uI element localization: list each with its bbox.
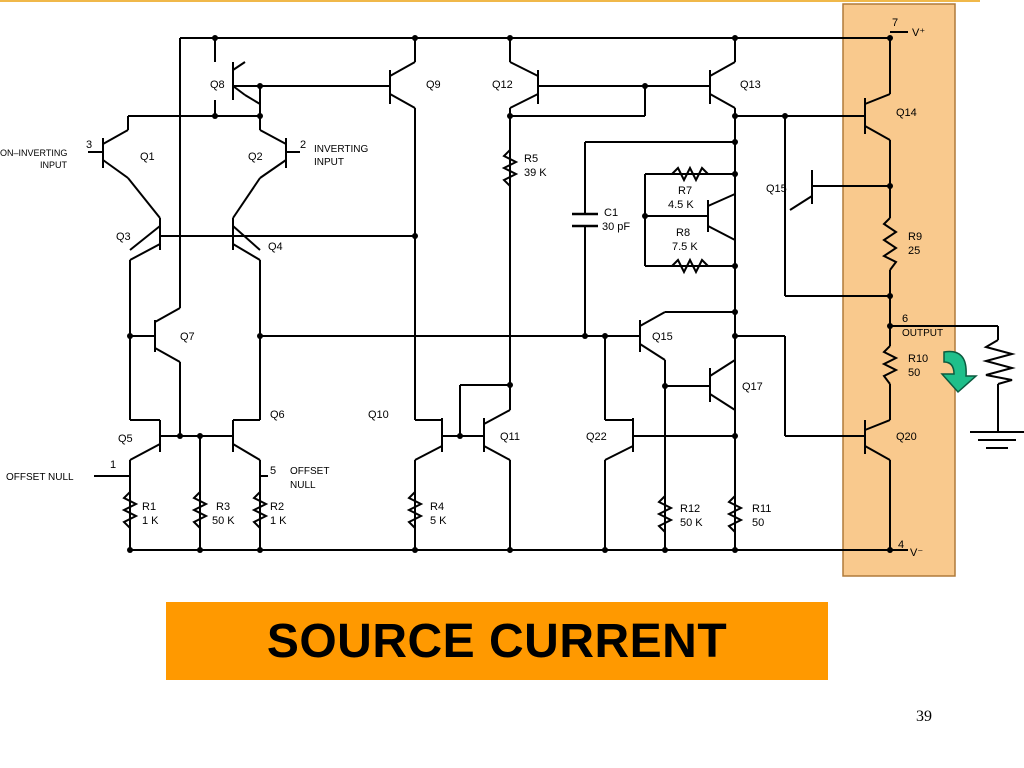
pin-1: 1 bbox=[110, 459, 116, 471]
label-r9: R9 bbox=[908, 231, 922, 243]
vplus-label: V⁺ bbox=[912, 27, 925, 39]
label-q15-middle: Q15 bbox=[652, 331, 673, 343]
schematic-labels: 7 V⁺ 3 ON–INVERTING INPUT 2 INVERTING IN… bbox=[0, 17, 943, 559]
label-q12: Q12 bbox=[492, 79, 513, 91]
resistors bbox=[121, 149, 1016, 533]
label-r10: R10 bbox=[908, 353, 928, 365]
label-q8: Q8 bbox=[210, 79, 225, 91]
label-q14: Q14 bbox=[896, 107, 917, 119]
label-r11: R11 bbox=[752, 503, 771, 515]
label-r3-value: 50 K bbox=[212, 515, 235, 527]
label-r8-value: 7.5 K bbox=[672, 241, 698, 253]
label-q22: Q22 bbox=[586, 431, 607, 443]
label-r4: R4 bbox=[430, 501, 444, 513]
title-banner: SOURCE CURRENT bbox=[166, 602, 828, 680]
label-q10: Q10 bbox=[368, 409, 389, 421]
label-r2-value: 1 K bbox=[270, 515, 287, 527]
top-rule bbox=[0, 0, 980, 2]
load-resistor bbox=[982, 339, 1016, 385]
label-q2: Q2 bbox=[248, 151, 263, 163]
label-r5-value: 39 K bbox=[524, 167, 547, 179]
label-r3: R3 bbox=[216, 501, 230, 513]
label-q7: Q7 bbox=[180, 331, 195, 343]
inv-label-2: INPUT bbox=[314, 157, 344, 168]
offset-null-right-1: OFFSET bbox=[290, 466, 329, 477]
resistor-r10 bbox=[881, 345, 899, 385]
page-number: 39 bbox=[916, 708, 932, 725]
slide-title: SOURCE CURRENT bbox=[266, 614, 728, 668]
pin-3: 3 bbox=[86, 139, 92, 151]
label-r2: R2 bbox=[270, 501, 284, 513]
noninv-label-1: ON–INVERTING bbox=[0, 148, 67, 158]
label-r9-value: 25 bbox=[908, 245, 920, 257]
pin-2: 2 bbox=[300, 139, 306, 151]
op-amp-schematic: 7 V⁺ 3 ON–INVERTING INPUT 2 INVERTING IN… bbox=[0, 3, 1024, 577]
label-r10-value: 50 bbox=[908, 367, 920, 379]
pin-7: 7 bbox=[892, 17, 898, 29]
label-c1-value: 30 pF bbox=[602, 221, 630, 233]
pin-6: 6 bbox=[902, 313, 908, 325]
junction-dots bbox=[127, 35, 893, 553]
label-r8: R8 bbox=[676, 227, 690, 239]
label-q13: Q13 bbox=[740, 79, 761, 91]
inv-label-1: INVERTING bbox=[314, 144, 368, 155]
label-r12: R12 bbox=[680, 503, 700, 515]
resistor-r9 bbox=[882, 217, 898, 271]
offset-null-right-2: NULL bbox=[290, 480, 316, 491]
resistor-r12 bbox=[656, 495, 674, 533]
label-r4-value: 5 K bbox=[430, 515, 447, 527]
label-q6: Q6 bbox=[270, 409, 285, 421]
resistor-r2 bbox=[251, 491, 269, 529]
pin-4: 4 bbox=[898, 539, 904, 551]
label-c1: C1 bbox=[604, 207, 618, 219]
label-q9: Q9 bbox=[426, 79, 441, 91]
label-r1: R1 bbox=[142, 501, 156, 513]
output-label: OUTPUT bbox=[902, 328, 943, 339]
pin-5: 5 bbox=[270, 465, 276, 477]
resistor-r7 bbox=[671, 165, 709, 183]
capacitor-c1 bbox=[572, 212, 598, 228]
label-q5: Q5 bbox=[118, 433, 133, 445]
label-q1: Q1 bbox=[140, 151, 155, 163]
label-r7-value: 4.5 K bbox=[668, 199, 694, 211]
output-stage-highlight bbox=[842, 3, 956, 577]
label-r5: R5 bbox=[524, 153, 538, 165]
label-r1-value: 1 K bbox=[142, 515, 159, 527]
label-q20: Q20 bbox=[896, 431, 917, 443]
vminus-label: V⁻ bbox=[910, 547, 923, 559]
noninv-label-2: INPUT bbox=[40, 160, 68, 170]
resistor-r11 bbox=[726, 495, 744, 533]
label-q3: Q3 bbox=[116, 231, 131, 243]
resistor-r8 bbox=[671, 257, 709, 275]
resistor-r3 bbox=[191, 491, 209, 529]
label-r12-value: 50 K bbox=[680, 517, 703, 529]
label-r11-value: 50 bbox=[752, 517, 764, 529]
resistor-r1 bbox=[121, 491, 139, 529]
label-q4: Q4 bbox=[268, 241, 283, 253]
label-q11: Q11 bbox=[500, 431, 520, 443]
label-q17: Q17 bbox=[742, 381, 763, 393]
resistor-r4 bbox=[406, 491, 424, 529]
resistor-r5 bbox=[501, 149, 519, 187]
current-arrow-icon bbox=[940, 350, 978, 394]
offset-null-left: OFFSET NULL bbox=[6, 472, 74, 483]
label-r7: R7 bbox=[678, 185, 692, 197]
label-q15-upper: Q15 bbox=[766, 183, 787, 195]
